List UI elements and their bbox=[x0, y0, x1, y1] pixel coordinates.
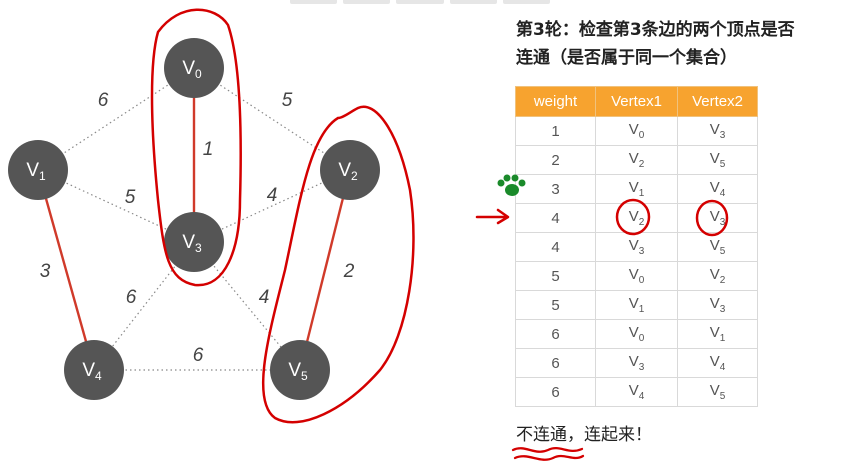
edge-weight-v3-v4: 6 bbox=[126, 287, 137, 308]
cell-vertex2: V3 bbox=[677, 203, 758, 233]
node-label-v1: V1 bbox=[26, 160, 46, 183]
cell-weight: 4 bbox=[515, 203, 596, 233]
cell-vertex2: V5 bbox=[677, 145, 758, 175]
header-vertex1: Vertex1 bbox=[595, 86, 678, 117]
cell-weight: 6 bbox=[515, 319, 596, 349]
conclusion-text: 不连通，连起来！ bbox=[516, 425, 652, 445]
cell-vertex2: V4 bbox=[677, 348, 758, 378]
node-v4: V4 bbox=[64, 340, 124, 400]
cell-weight: 3 bbox=[515, 174, 596, 204]
cell-weight: 1 bbox=[515, 116, 596, 146]
cell-vertex1: V4 bbox=[595, 377, 678, 407]
round-title: 第3轮：检查第3条边的两个顶点是否 连通（是否属于同一个集合） bbox=[516, 16, 846, 72]
edge-weight-v0-v3: 1 bbox=[203, 139, 214, 160]
cell-vertex2: V4 bbox=[677, 174, 758, 204]
cell-vertex1: V2 bbox=[595, 145, 678, 175]
header-vertex2: Vertex2 bbox=[677, 86, 758, 117]
edge-weight-v2-v3: 4 bbox=[267, 185, 278, 206]
cell-vertex1: V3 bbox=[595, 232, 678, 262]
cell-vertex1: V1 bbox=[595, 174, 678, 204]
cell-vertex2: V3 bbox=[677, 290, 758, 320]
edge-weight-v1-v4: 3 bbox=[40, 261, 51, 282]
cell-weight: 6 bbox=[515, 348, 596, 378]
node-v0: V0 bbox=[164, 38, 224, 98]
cell-weight: 2 bbox=[515, 145, 596, 175]
edge-v2-v5 bbox=[298, 169, 352, 371]
cell-weight: 5 bbox=[515, 261, 596, 291]
squiggle-underline bbox=[511, 447, 585, 461]
cell-vertex2: V5 bbox=[677, 377, 758, 407]
title-line-1: 第3轮：检查第3条边的两个顶点是否 bbox=[516, 20, 795, 40]
top-progress-bar bbox=[290, 0, 551, 4]
cell-weight: 4 bbox=[515, 232, 596, 262]
cell-weight: 6 bbox=[515, 377, 596, 407]
cell-weight: 5 bbox=[515, 290, 596, 320]
header-weight: weight bbox=[515, 86, 596, 117]
node-v1: V1 bbox=[8, 140, 68, 200]
edge-weight-v4-v5: 6 bbox=[193, 345, 204, 366]
cell-vertex2: V1 bbox=[677, 319, 758, 349]
cell-vertex1: V2 bbox=[595, 203, 678, 233]
cell-vertex1: V1 bbox=[595, 290, 678, 320]
cell-vertex1: V0 bbox=[595, 116, 678, 146]
edge-v1-v4 bbox=[36, 169, 96, 371]
edge-weight-v3-v5: 4 bbox=[259, 287, 270, 308]
edge-v1-v3 bbox=[37, 169, 195, 243]
cell-vertex1: V3 bbox=[595, 348, 678, 378]
cell-vertex2: V2 bbox=[677, 261, 758, 291]
node-v2: V2 bbox=[320, 140, 380, 200]
node-v3: V3 bbox=[164, 212, 224, 272]
edge-weight-v0-v1: 6 bbox=[98, 90, 109, 111]
cell-vertex2: V5 bbox=[677, 232, 758, 262]
cell-vertex1: V0 bbox=[595, 319, 678, 349]
edge-weight-v2-v5: 2 bbox=[343, 261, 355, 282]
cell-vertex1: V0 bbox=[595, 261, 678, 291]
edge-weight-v1-v3: 5 bbox=[125, 187, 136, 208]
node-v5: V5 bbox=[270, 340, 330, 400]
table-header-row: weight Vertex1 Vertex2 bbox=[515, 86, 758, 117]
cell-vertex2: V3 bbox=[677, 116, 758, 146]
title-line-2: 连通（是否属于同一个集合） bbox=[516, 48, 737, 68]
node-label-v4: V4 bbox=[82, 360, 102, 383]
edge-weight-v0-v2: 5 bbox=[282, 90, 293, 111]
